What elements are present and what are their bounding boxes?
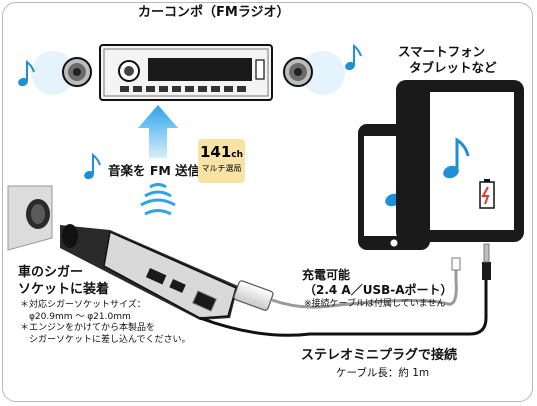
channel-badge: 141ch マルチ選局 xyxy=(198,139,245,183)
socket-label-line1: 車のシガー xyxy=(18,265,84,280)
car-radio-label: カーコンポ（FMラジオ） xyxy=(138,5,290,20)
socket-label-line2: ソケットに装着 xyxy=(18,282,110,297)
tablet xyxy=(396,80,524,242)
engine-note-line1: ＊エンジンをかけてから本製品を xyxy=(20,323,156,333)
frame-border xyxy=(2,2,533,402)
usb-cable xyxy=(233,257,461,311)
audio-cable xyxy=(199,243,491,337)
charge-label: 充電可能 xyxy=(302,268,351,282)
socket-note-size: ＊対応シガーソケットサイズ： xyxy=(20,300,146,310)
speaker-icon xyxy=(31,51,93,95)
cable-not-included-note: ※接続ケーブルは付属していません xyxy=(304,299,446,309)
fm-transmitter xyxy=(60,224,238,320)
music-note-icon xyxy=(345,43,362,71)
channel-unit: ch xyxy=(231,150,244,160)
music-note-icon xyxy=(18,59,35,87)
fm-send-label: 音楽を FM 送信 xyxy=(108,163,201,178)
channel-count: 141ch xyxy=(198,145,245,160)
socket-note-range: φ20.9mm ～ φ21.0mm xyxy=(29,312,131,322)
stereo-plug-label: ステレオミニプラグで接続 xyxy=(301,348,458,363)
channel-sub-label: マルチ選局 xyxy=(201,164,242,173)
channel-number: 141 xyxy=(199,143,232,161)
cigar-socket xyxy=(7,185,53,251)
fm-wave-icon xyxy=(140,183,176,216)
speaker-icon xyxy=(282,51,345,95)
music-note-icon xyxy=(84,152,101,180)
up-arrow-icon xyxy=(138,105,178,158)
car-radio xyxy=(99,44,273,101)
engine-note-line2: シガーソケットに差し込んでください。 xyxy=(29,335,191,345)
smartphone-label: スマートフォン xyxy=(398,44,486,59)
tablet-label: タブレットなど xyxy=(409,60,497,75)
cable-length-label: ケーブル長：約 1m xyxy=(336,367,430,379)
charge-spec: （2.4 A／USB-Aポート） xyxy=(304,283,453,297)
